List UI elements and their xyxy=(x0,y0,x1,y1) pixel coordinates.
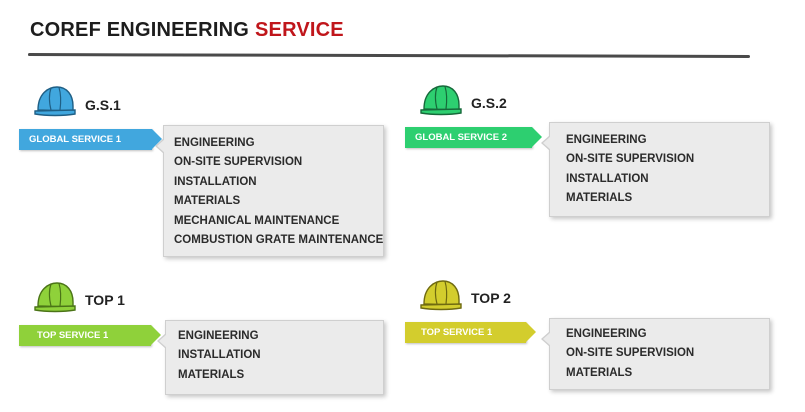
list-item: ENGINEERING xyxy=(566,134,647,146)
list-item: ENGINEERING xyxy=(566,328,647,340)
list-item: ENGINEERING xyxy=(174,137,255,149)
hard-hat-icon-svg xyxy=(34,86,76,117)
list-item: INSTALLATION xyxy=(178,349,261,362)
service-tag: TOP SERVICE 1 xyxy=(405,322,536,343)
service-tag: GLOBAL SERVICE 1 xyxy=(19,129,162,150)
list-item: MATERIALS xyxy=(566,366,633,379)
service-list: ENGINEERING ON-SITE SUPERVISION MATERIAL… xyxy=(550,319,769,383)
service-list: ENGINEERING ON-SITE SUPERVISION INSTALLA… xyxy=(164,126,383,250)
list-item: ON-SITE SUPERVISION xyxy=(174,156,303,169)
list-item: MATERIALS xyxy=(178,368,245,381)
list-item: COMBUSTION GRATE MAINTENANCE xyxy=(174,233,384,246)
list-item: MECHANICAL MAINTENANCE xyxy=(174,214,340,227)
service-list-box: ENGINEERING ON-SITE SUPERVISION INSTALLA… xyxy=(541,122,770,217)
list-item: ON-SITE SUPERVISION xyxy=(566,153,695,166)
hard-hat-icon xyxy=(420,278,462,317)
hard-hat-icon-svg xyxy=(420,280,462,311)
hard-hat-icon xyxy=(34,280,76,319)
service-list-box: ENGINEERING ON-SITE SUPERVISION INSTALLA… xyxy=(155,125,384,257)
list-item: INSTALLATION xyxy=(174,175,257,188)
service-list: ENGINEERING INSTALLATION MATERIALS xyxy=(166,321,383,385)
list-item: ENGINEERING xyxy=(178,330,259,342)
service-tag: GLOBAL SERVICE 2 xyxy=(405,127,542,148)
hard-hat-icon-svg xyxy=(420,85,462,116)
service-list-box: ENGINEERING INSTALLATION MATERIALS xyxy=(157,320,384,395)
service-code: TOP 2 xyxy=(471,290,511,306)
hard-hat-icon-svg xyxy=(34,282,76,313)
title-main: COREF ENGINEERING xyxy=(30,19,249,41)
service-code: G.S.1 xyxy=(85,97,121,113)
hard-hat-icon xyxy=(34,84,76,123)
service-code: TOP 1 xyxy=(85,292,125,308)
list-item: MATERIALS xyxy=(566,192,633,205)
service-list-box: ENGINEERING ON-SITE SUPERVISION MATERIAL… xyxy=(541,318,770,390)
list-item: ON-SITE SUPERVISION xyxy=(566,347,695,360)
hard-hat-icon xyxy=(420,83,462,122)
service-code: G.S.2 xyxy=(471,95,507,111)
title-accent: SERVICE xyxy=(254,19,344,41)
list-item: MATERIALS xyxy=(174,195,241,208)
list-item: INSTALLATION xyxy=(566,172,649,185)
service-tag: TOP SERVICE 1 xyxy=(19,325,161,346)
service-list: ENGINEERING ON-SITE SUPERVISION INSTALLA… xyxy=(550,123,769,209)
title-divider xyxy=(27,53,751,58)
